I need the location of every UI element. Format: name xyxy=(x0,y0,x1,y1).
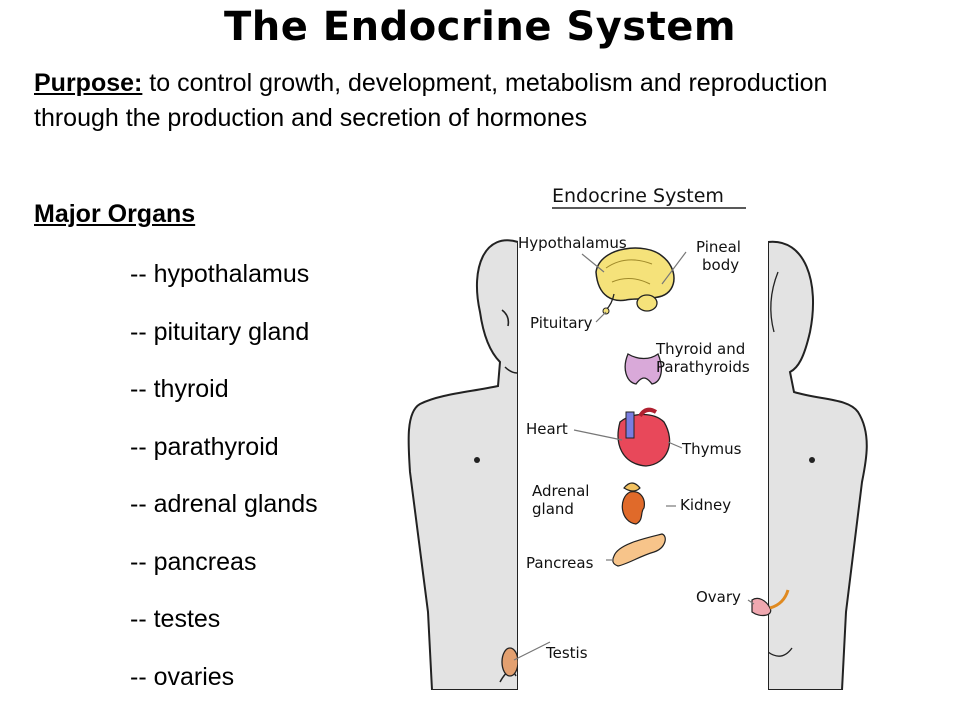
purpose-label: Purpose: xyxy=(34,69,143,97)
organ-item-thyroid: -- thyroid xyxy=(130,375,229,403)
label-heart: Heart xyxy=(526,420,568,438)
female-body-outline xyxy=(767,240,868,690)
organ-item-pancreas: -- pancreas xyxy=(130,547,257,576)
label-pineal-line2: body xyxy=(702,256,739,274)
label-thyroid-line2: Parathyroids xyxy=(656,358,750,376)
organ-item-testes: -- testes xyxy=(130,605,221,633)
label-adrenal-line1: Adrenal xyxy=(532,482,589,500)
label-pineal-line1: Pineal xyxy=(696,238,741,256)
organ-item-adrenal: -- adrenal glands xyxy=(130,490,318,518)
label-pituitary: Pituitary xyxy=(530,314,593,332)
thyroid-shape xyxy=(624,352,663,385)
label-pancreas: Pancreas xyxy=(526,554,594,572)
endocrine-figure: Endocrine System xyxy=(400,172,880,690)
organ-item-parathyroid: -- parathyroid xyxy=(130,432,279,461)
label-kidney: Kidney xyxy=(680,496,731,514)
label-adrenal-line2: gland xyxy=(532,500,574,518)
label-ovary: Ovary xyxy=(696,588,741,606)
purpose-text: to control growth, development, metaboli… xyxy=(34,69,828,132)
label-thymus: Thymus xyxy=(681,440,742,458)
major-organs-heading: Major Organs xyxy=(34,200,196,228)
purpose-paragraph: Purpose: to control growth, development,… xyxy=(34,66,914,136)
organ-item-hypothalamus: -- hypothalamus xyxy=(130,260,310,288)
adrenal-shape xyxy=(623,482,641,492)
figure-title: Endocrine System xyxy=(552,185,724,207)
kidney-shape xyxy=(621,491,645,525)
organ-item-pituitary: -- pituitary gland xyxy=(130,317,310,346)
organ-item-ovaries: -- ovaries xyxy=(130,662,235,691)
pancreas-shape xyxy=(612,533,666,567)
male-body-outline xyxy=(407,239,519,690)
label-thyroid-line1: Thyroid and xyxy=(655,340,745,358)
organ-list: -- hypothalamus -- pituitary gland -- th… xyxy=(130,258,318,718)
label-hypothalamus: Hypothalamus xyxy=(518,234,627,252)
brain-shape xyxy=(595,247,675,302)
label-testis: Testis xyxy=(545,644,588,662)
slide-title: The Endocrine System xyxy=(223,4,737,50)
